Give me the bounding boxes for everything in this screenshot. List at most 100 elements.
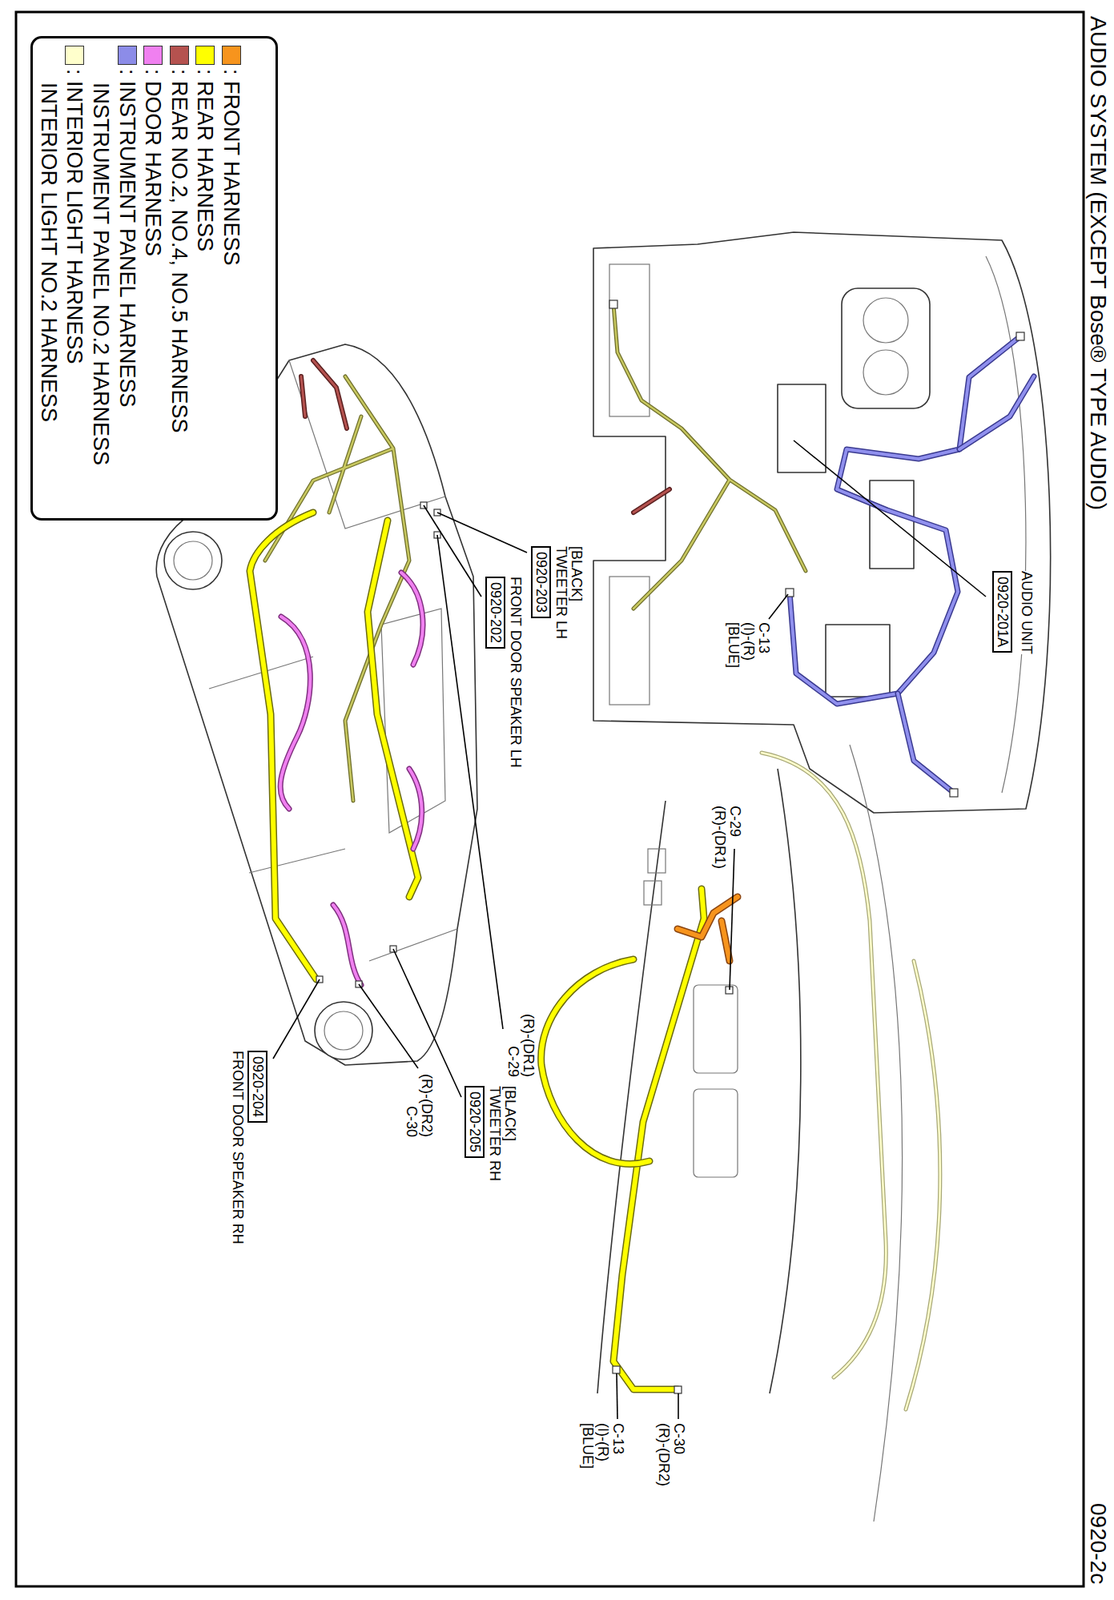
legend-row: INSTRUMENT PANEL NO.2 HARNESS [88,38,114,511]
connector-label: C-30 [403,1105,419,1138]
floor-line [597,800,666,1394]
connector-label: [BLUE] [725,622,741,668]
legend-row: : DOOR HARNESS [140,38,166,511]
legend-row: : INSTRUMENT PANEL HARNESS [114,38,141,511]
harness-yellow [249,512,317,980]
callout-group: [BLACK]TWEETER RH0920-205 [462,1085,518,1182]
legend-text: : REAR NO.2, NO.4, NO.5 HARNESS [166,68,193,434]
harness-front [677,896,738,962]
harness-interior [761,752,886,1378]
connector-label: [BLUE] [579,1423,596,1469]
cowl-line [849,744,903,1522]
leader-line [437,512,527,553]
pedal [643,880,662,905]
legend-row: INTERIOR LIGHT NO.2 HARNESS [36,38,62,511]
connector-label: (R)-(DR2) [418,1073,435,1138]
harness-interior [905,961,941,1410]
diagram-title: AUDIO SYSTEM (EXCEPT Bose® TYPE AUDIO) [1085,16,1111,511]
callout-group: FRONT DOOR SPEAKER LH0920-202 [482,576,523,769]
part-name: FRONT DOOR SPEAKER LH [507,576,523,769]
connector-label: (I)-(R) [740,622,757,661]
callout-number: 0920-205 [464,1085,485,1159]
harness-door [401,572,423,849]
harness-yellow [367,520,419,897]
legend-swatch [221,45,242,65]
legend-box: : FRONT HARNESS: REAR HARNESS: REAR NO.2… [30,36,278,521]
legend-text: : REAR HARNESS [192,68,218,252]
connector-label: C-29 [727,805,743,837]
wheel [173,541,213,580]
seat [693,1089,738,1178]
leader-line [768,594,789,620]
page-frame [16,12,1084,1587]
legend-text: : FRONT HARNESS [218,68,245,266]
callout-group: 0920-204FRONT DOOR SPEAKER RH [229,1050,270,1245]
harness-interior [761,752,886,1378]
connector-label: (R)-(DR1) [520,1013,536,1078]
connector-label: C-29 [505,1045,521,1078]
leader-line [793,440,986,597]
glove-box [825,624,890,697]
callout-number: 0920-202 [485,576,506,649]
harness-brown [633,489,670,513]
part-name: TWEETER RH [486,1085,503,1182]
legend-row: : INTERIOR LIGHT HARNESS [61,38,88,511]
seat [693,985,738,1074]
harness-front [677,896,738,962]
harness-rear [265,376,410,801]
dashboard-outline [593,232,1051,813]
dashboard-edge [985,256,1026,793]
harness-blue [789,336,1021,704]
legend-text: INTERIOR LIGHT NO.2 HARNESS [36,82,62,423]
harness-blue [897,376,1034,793]
connector-label: C-13 [610,1423,626,1455]
part-name: [BLACK] [502,1085,518,1142]
harness-blue [897,376,1034,793]
harness-interior [905,961,941,1410]
legend-swatch [195,45,215,65]
harness-rear [613,304,806,609]
center-vent [869,480,914,569]
leader-line [677,1393,680,1420]
legend-text: : INTERIOR LIGHT HARNESS [61,68,88,365]
wheel [314,1001,373,1060]
legend-text: INSTRUMENT PANEL NO.2 HARNESS [88,82,114,466]
connector [674,1386,682,1394]
connector-label: (R)-(DR1) [711,805,728,869]
legend-text: : DOOR HARNESS [140,68,166,257]
callout-group: [BLACK]TWEETER LH0920-203 [528,546,584,640]
connector-label: C-13 [756,622,772,654]
harness-door [280,616,362,986]
car-roof [381,608,446,833]
callout-number: 0920-203 [530,546,551,619]
connector [609,300,618,309]
meter-cluster [841,288,930,409]
leader-line [358,984,419,1069]
wheel [324,1011,363,1050]
legend-swatch [143,45,163,65]
windshield-base [769,768,801,1394]
legend-swatch [64,45,85,65]
leader-line [729,848,735,990]
gauge [863,297,909,343]
harness-brown [633,489,670,513]
harness-yellow [249,512,317,980]
legend-row: : REAR NO.2, NO.4, NO.5 HARNESS [166,38,193,511]
leader-line [273,979,320,1059]
harness-yellow [367,520,419,897]
gauge [863,349,909,395]
harness-brown [301,360,347,429]
harness-brown [301,360,347,429]
harness-rear [265,376,410,801]
pedal [647,848,666,873]
leader-line [616,1373,618,1420]
legend-row: : REAR HARNESS [192,38,218,511]
connector [612,1366,620,1374]
callout-group: AUDIO UNIT0920-201A [989,571,1034,655]
part-name: FRONT DOOR SPEAKER RH [229,1050,246,1245]
connector-label: (I)-(R) [595,1423,611,1462]
page-number: 0920-2c [1085,1503,1111,1585]
harness-yellow [541,959,650,1164]
connector [949,788,958,797]
